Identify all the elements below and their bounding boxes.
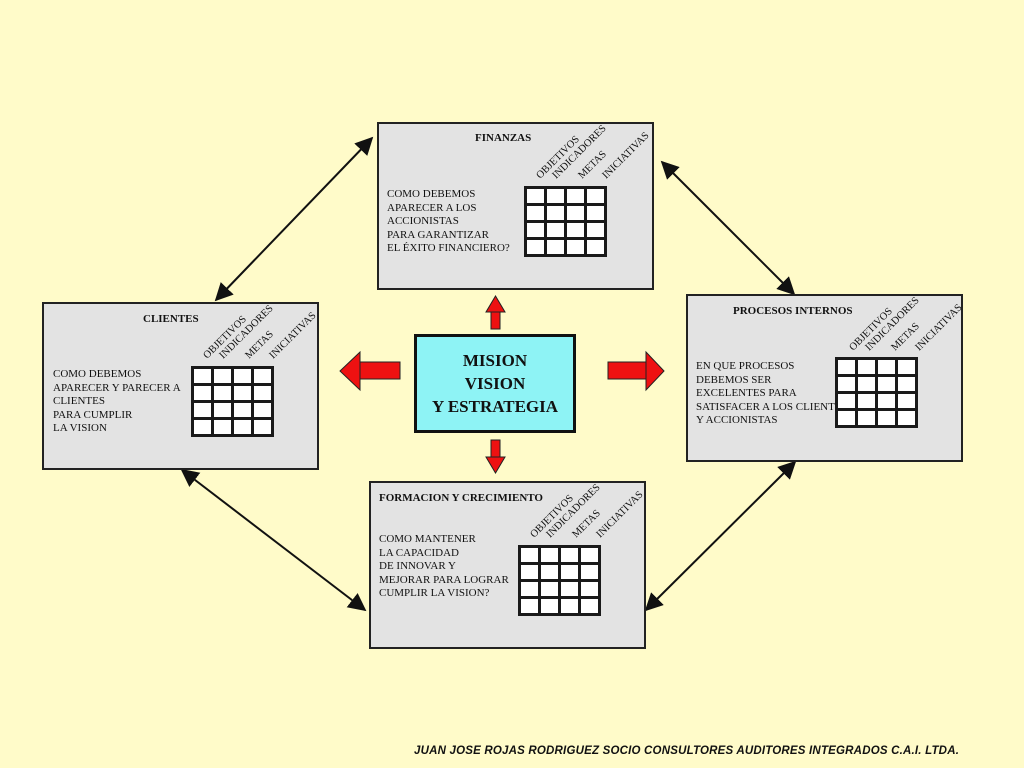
question-line: LA VISION bbox=[53, 422, 107, 434]
red-arrow-up bbox=[485, 295, 506, 330]
question-line: PARA GARANTIZAR bbox=[387, 228, 489, 241]
procesos-question: EN QUE PROCESOS DEBEMOS SER EXCELENTES P… bbox=[696, 360, 848, 428]
footer-credit: JUAN JOSE ROJAS RODRIGUEZ SOCIO CONSULTO… bbox=[414, 745, 960, 757]
center-line-vision: VISION bbox=[464, 374, 526, 393]
clientes-question: COMO DEBEMOS APARECER Y PARECER A CLIENT… bbox=[53, 368, 181, 436]
procesos-grid bbox=[835, 357, 918, 428]
red-arrow-down bbox=[485, 439, 506, 474]
formacion-question: COMO MANTENER LA CAPACIDAD DE INNOVAR Y … bbox=[379, 533, 509, 601]
finanzas-grid bbox=[524, 186, 607, 257]
question-line: EXCELENTES PARA bbox=[696, 387, 797, 399]
finanzas-title: FINANZAS bbox=[475, 132, 532, 144]
link-clientes-finanzas bbox=[214, 136, 374, 302]
question-line: CLIENTES bbox=[53, 395, 105, 407]
question-line: Y ACCIONISTAS bbox=[696, 414, 778, 426]
question-line: DE INNOVAR Y bbox=[379, 560, 456, 572]
question-line: EL ÉXITO FINANCIERO? bbox=[387, 242, 510, 254]
question-line: APARECER Y PARECER A bbox=[53, 381, 181, 394]
link-clientes-formacion bbox=[180, 468, 367, 612]
red-arrow-left bbox=[339, 350, 401, 392]
formacion-column-headers: OBJETIVOS INDICADORES METAS INICIATIVAS bbox=[529, 461, 673, 541]
formacion-box: FORMACION Y CRECIMIENTO COMO MANTENER LA… bbox=[369, 481, 646, 649]
procesos-box: PROCESOS INTERNOS EN QUE PROCESOS DEBEMO… bbox=[686, 294, 964, 462]
question-line: ACCIONISTAS bbox=[387, 215, 459, 227]
question-line: COMO DEBEMOS bbox=[387, 188, 476, 200]
clientes-box: CLIENTES COMO DEBEMOS APARECER Y PARECER… bbox=[42, 302, 319, 470]
red-arrow-right bbox=[607, 350, 665, 392]
mision-vision-estrategia-box: MISION VISION Y ESTRATEGIA bbox=[414, 334, 576, 433]
center-line-mision: MISION bbox=[462, 351, 528, 370]
clientes-column-headers: OBJETIVOS INDICADORES METAS INICIATIVAS bbox=[202, 282, 346, 362]
question-line: DEBEMOS SER bbox=[696, 373, 772, 386]
question-line: LA CAPACIDAD bbox=[379, 546, 459, 559]
formacion-title: FORMACION Y CRECIMIENTO bbox=[379, 492, 543, 504]
question-line: MEJORAR PARA LOGRAR bbox=[379, 573, 509, 586]
question-line: PARA CUMPLIR bbox=[53, 408, 133, 421]
formacion-grid bbox=[518, 545, 601, 616]
question-line: COMO MANTENER bbox=[379, 533, 476, 545]
clientes-grid bbox=[191, 366, 274, 437]
finanzas-question: COMO DEBEMOS APARECER A LOS ACCIONISTAS … bbox=[387, 188, 510, 256]
link-procesos-formacion bbox=[644, 460, 797, 612]
question-line: COMO DEBEMOS bbox=[53, 368, 142, 380]
center-line-estrategia: Y ESTRATEGIA bbox=[431, 397, 559, 416]
clientes-title: CLIENTES bbox=[143, 313, 199, 325]
link-finanzas-procesos bbox=[660, 160, 796, 296]
question-line: CUMPLIR LA VISION? bbox=[379, 587, 490, 599]
question-line: SATISFACER A LOS CLIENTES bbox=[696, 400, 848, 413]
procesos-title: PROCESOS INTERNOS bbox=[733, 305, 853, 317]
procesos-column-headers: OBJETIVOS INDICADORES METAS INICIATIVAS bbox=[848, 274, 992, 354]
finanzas-column-headers: OBJETIVOS INDICADORES METAS INICIATIVAS bbox=[535, 102, 679, 182]
finanzas-box: FINANZAS COMO DEBEMOS APARECER A LOS ACC… bbox=[377, 122, 654, 290]
question-line: APARECER A LOS bbox=[387, 201, 477, 214]
question-line: EN QUE PROCESOS bbox=[696, 360, 795, 372]
